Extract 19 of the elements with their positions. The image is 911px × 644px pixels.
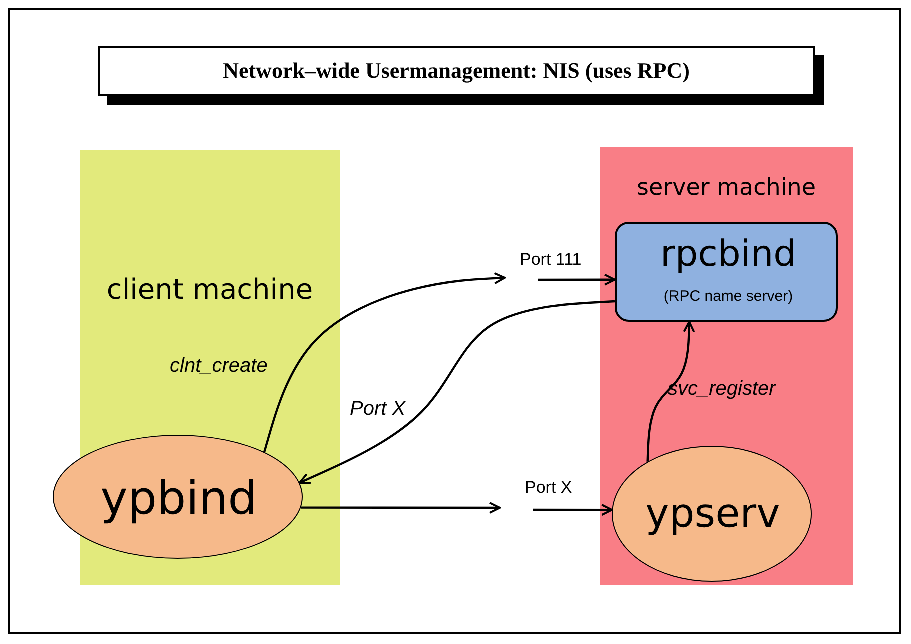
node-subtitle: (RPC name server) bbox=[662, 288, 794, 306]
edge-label: svc_register bbox=[668, 378, 776, 401]
region-label: server machine bbox=[636, 175, 817, 202]
edge-label: clnt_create bbox=[170, 355, 268, 378]
arrow bbox=[301, 502, 501, 514]
node-title: ypbind bbox=[100, 472, 258, 525]
region-label: client machine bbox=[106, 274, 314, 306]
node-title: ypserv bbox=[644, 491, 782, 537]
arrow bbox=[298, 300, 616, 484]
machine-region bbox=[600, 147, 853, 585]
arrow bbox=[263, 272, 506, 453]
process-box bbox=[615, 222, 838, 322]
node-title: rpcbind bbox=[660, 234, 798, 276]
arrow bbox=[533, 504, 614, 516]
edge-label: Port X bbox=[525, 478, 572, 498]
arrow bbox=[646, 321, 696, 462]
edge-label: Port 111 bbox=[520, 250, 582, 270]
edge-label: Port X bbox=[350, 398, 406, 421]
arrow bbox=[538, 274, 616, 286]
